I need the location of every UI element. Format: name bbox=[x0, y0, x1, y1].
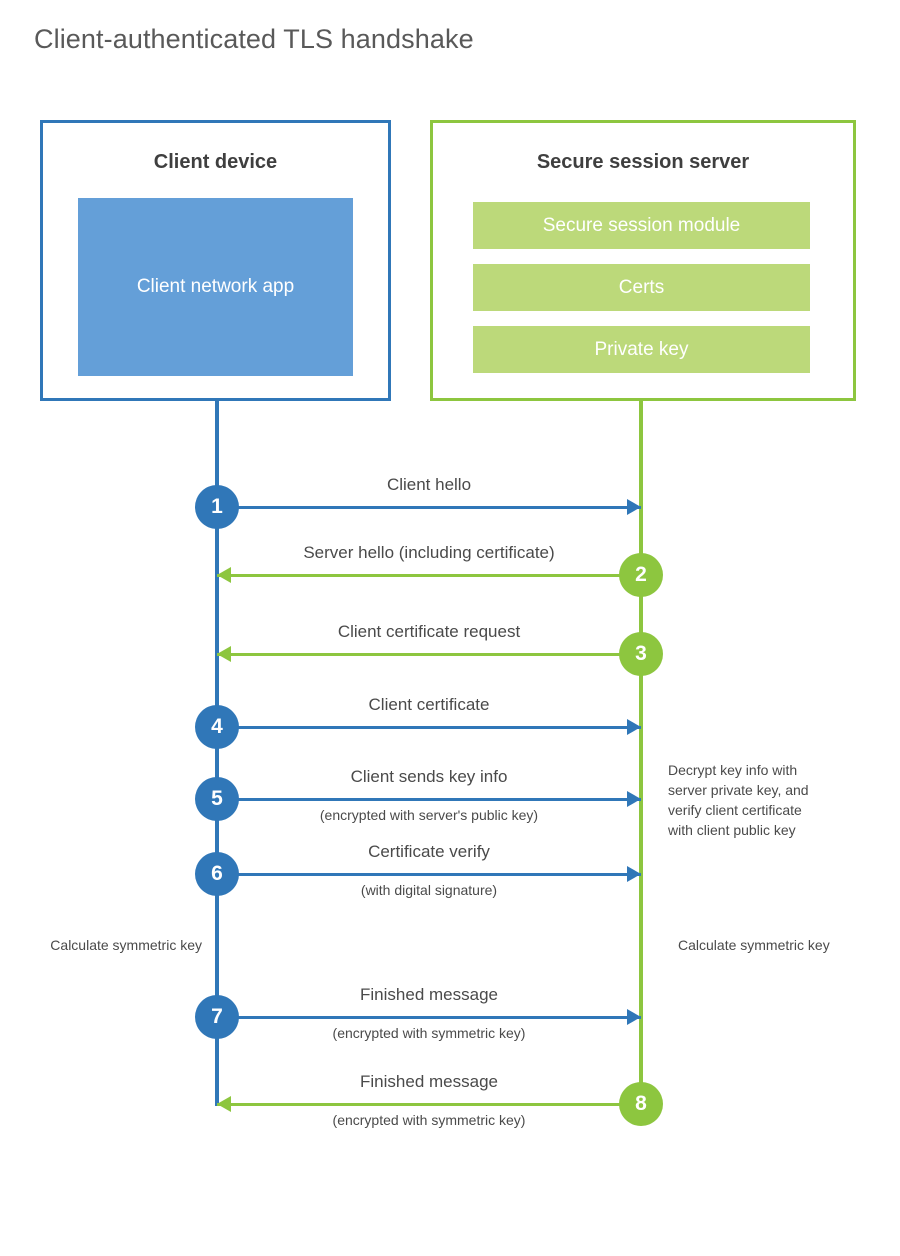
message-arrowhead-3 bbox=[217, 646, 231, 662]
message-label-2: Server hello (including certificate) bbox=[303, 543, 555, 562]
message-line-6 bbox=[217, 873, 641, 876]
message-arrowhead-8 bbox=[217, 1096, 231, 1112]
message-arrowhead-4 bbox=[627, 719, 641, 735]
message-line-1 bbox=[217, 506, 641, 509]
message-line-3 bbox=[217, 653, 641, 656]
step-badge-5[interactable]: 5 bbox=[195, 777, 239, 821]
step-badge-4[interactable]: 4 bbox=[195, 705, 239, 749]
annotation-server-decrypt: Decrypt key info with server private key… bbox=[668, 762, 809, 838]
message-label-6: Certificate verify bbox=[368, 842, 490, 861]
message-arrowhead-5 bbox=[627, 791, 641, 807]
server-lifeline bbox=[639, 399, 643, 1106]
message-label-7: Finished message bbox=[360, 985, 498, 1004]
message-line-5 bbox=[217, 798, 641, 801]
client-device-box: Client device Client network app bbox=[40, 120, 391, 401]
message-label-1: Client hello bbox=[386, 475, 472, 494]
message-line-2 bbox=[217, 574, 641, 577]
step-badge-7[interactable]: 7 bbox=[195, 995, 239, 1039]
message-arrowhead-2 bbox=[217, 567, 231, 583]
secure-session-server-box: Secure session server Secure session mod… bbox=[430, 120, 856, 401]
message-sublabel-7: (encrypted with symmetric key) bbox=[332, 1025, 526, 1041]
message-line-8 bbox=[217, 1103, 641, 1106]
step-badge-3[interactable]: 3 bbox=[619, 632, 663, 676]
message-label-3: Client certificate request bbox=[337, 622, 521, 641]
message-sublabel-5: (encrypted with server's public key) bbox=[319, 807, 539, 823]
message-arrowhead-1 bbox=[627, 499, 641, 515]
client-device-title: Client device bbox=[153, 151, 278, 173]
secure-session-server-title: Secure session server bbox=[536, 151, 750, 173]
step-badge-6[interactable]: 6 bbox=[195, 852, 239, 896]
client-lifeline bbox=[215, 399, 219, 1106]
message-line-7 bbox=[217, 1016, 641, 1019]
message-sublabel-8: (encrypted with symmetric key) bbox=[332, 1112, 526, 1128]
server-component-private-key: Private key bbox=[473, 326, 810, 373]
step-badge-2[interactable]: 2 bbox=[619, 553, 663, 597]
page-title: Client-authenticated TLS handshake bbox=[34, 24, 474, 54]
message-arrowhead-7 bbox=[627, 1009, 641, 1025]
message-label-4: Client certificate bbox=[368, 695, 490, 714]
annotation-server-calculate-symmetric-key: Calculate symmetric key bbox=[678, 937, 830, 953]
client-network-app-block: Client network app bbox=[78, 198, 353, 376]
message-sublabel-6: (with digital signature) bbox=[360, 882, 498, 898]
message-line-4 bbox=[217, 726, 641, 729]
step-badge-8[interactable]: 8 bbox=[619, 1082, 663, 1126]
message-label-5: Client sends key info bbox=[350, 767, 508, 786]
server-component-secure-session-module: Secure session module bbox=[473, 202, 810, 249]
annotation-client-calculate-symmetric-key: Calculate symmetric key bbox=[50, 937, 202, 953]
server-component-certs: Certs bbox=[473, 264, 810, 311]
message-arrowhead-6 bbox=[627, 866, 641, 882]
step-badge-1[interactable]: 1 bbox=[195, 485, 239, 529]
message-label-8: Finished message bbox=[360, 1072, 498, 1091]
